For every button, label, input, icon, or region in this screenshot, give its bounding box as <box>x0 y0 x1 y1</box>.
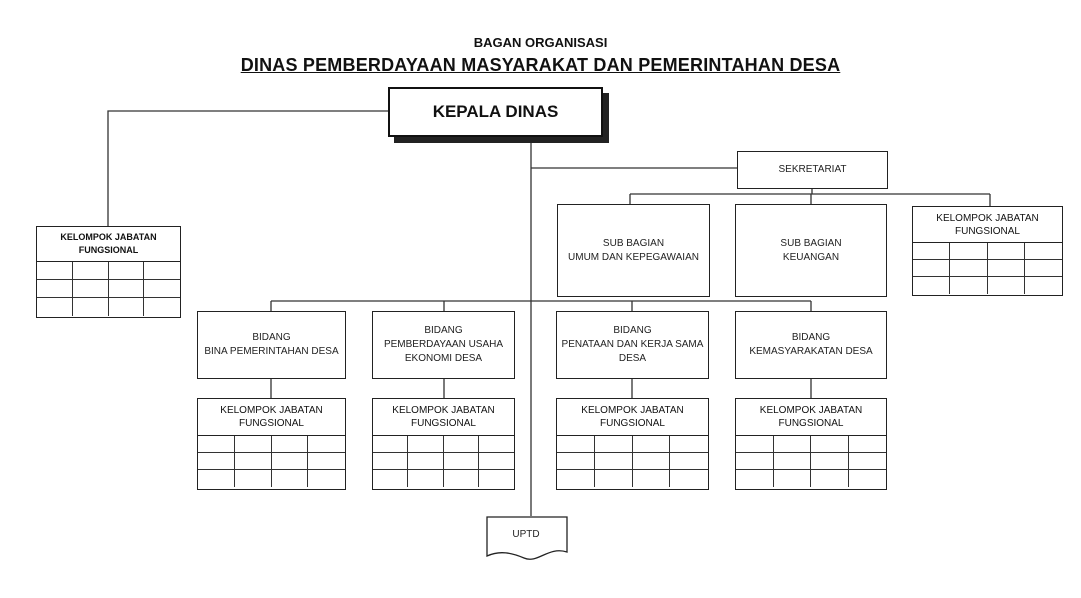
sub-bagian-keuangan-box: SUB BAGIAN KEUANGAN <box>735 204 887 297</box>
bidang-bina-pemerintahan-desa-box: BIDANG BINA PEMERINTAHAN DESA <box>197 311 346 379</box>
sub-bagian-keuangan-label: SUB BAGIAN KEUANGAN <box>780 237 842 263</box>
sekretariat-box: SEKRETARIAT <box>737 151 888 189</box>
bidang-kemasyarakatan-desa-box: BIDANG KEMASYARAKATAN DESA <box>735 311 887 379</box>
kepala-dinas-label: KEPALA DINAS <box>432 102 559 121</box>
kelompok-jabatan-fungsional-bidang-4: KELOMPOK JABATAN FUNGSIONAL <box>735 398 887 490</box>
fungsional-grid <box>913 243 1062 294</box>
kelompok-jabatan-fungsional-label: KELOMPOK JABATAN FUNGSIONAL <box>37 227 180 262</box>
kelompok-jabatan-fungsional-label: KELOMPOK JABATAN FUNGSIONAL <box>198 399 345 436</box>
uptd-label: UPTD <box>512 529 540 540</box>
fungsional-grid <box>198 436 345 487</box>
fungsional-grid <box>557 436 708 487</box>
bidang-label: BIDANG PEMBERDAYAAN USAHA EKONOMI DESA <box>383 325 504 364</box>
uptd-box: UPTD <box>486 516 568 561</box>
kelompok-jabatan-fungsional-label: KELOMPOK JABATAN FUNGSIONAL <box>373 399 514 436</box>
bidang-penataan-kerja-sama-desa-box: BIDANG PENATAAN DAN KERJA SAMA DESA <box>556 311 709 379</box>
kelompok-jabatan-fungsional-kepala: KELOMPOK JABATAN FUNGSIONAL <box>36 226 181 318</box>
fungsional-grid <box>736 436 886 487</box>
bidang-label: BIDANG KEMASYARAKATAN DESA <box>749 332 873 357</box>
sekretariat-label: SEKRETARIAT <box>778 164 847 175</box>
uptd-document-shape <box>486 516 568 560</box>
kelompok-jabatan-fungsional-bidang-3: KELOMPOK JABATAN FUNGSIONAL <box>556 398 709 490</box>
kelompok-jabatan-fungsional-sekretariat: KELOMPOK JABATAN FUNGSIONAL <box>912 206 1063 296</box>
kelompok-jabatan-fungsional-label: KELOMPOK JABATAN FUNGSIONAL <box>736 399 886 436</box>
kepala-dinas-box: KEPALA DINAS <box>388 87 603 137</box>
sub-bagian-umum-kepegawaian-label: SUB BAGIAN UMUM DAN KEPEGAWAIAN <box>568 237 699 263</box>
kelompok-jabatan-fungsional-label: KELOMPOK JABATAN FUNGSIONAL <box>557 399 708 436</box>
chart-subtitle: BAGAN ORGANISASI <box>473 35 608 50</box>
kelompok-jabatan-fungsional-bidang-1: KELOMPOK JABATAN FUNGSIONAL <box>197 398 346 490</box>
connector-kepala-to-left-fungsional <box>107 110 388 226</box>
bidang-label: BIDANG PENATAAN DAN KERJA SAMA DESA <box>561 325 704 364</box>
fungsional-grid <box>373 436 514 487</box>
kelompok-jabatan-fungsional-bidang-2: KELOMPOK JABATAN FUNGSIONAL <box>372 398 515 490</box>
bidang-pemberdayaan-usaha-ekonomi-desa-box: BIDANG PEMBERDAYAAN USAHA EKONOMI DESA <box>372 311 515 379</box>
bidang-label: BIDANG BINA PEMERINTAHAN DESA <box>204 332 339 357</box>
fungsional-grid <box>37 262 180 316</box>
kelompok-jabatan-fungsional-label: KELOMPOK JABATAN FUNGSIONAL <box>913 207 1062 243</box>
sub-bagian-umum-kepegawaian-box: SUB BAGIAN UMUM DAN KEPEGAWAIAN <box>557 204 710 297</box>
chart-title: DINAS PEMBERDAYAAN MASYARAKAT DAN PEMERI… <box>240 55 841 75</box>
